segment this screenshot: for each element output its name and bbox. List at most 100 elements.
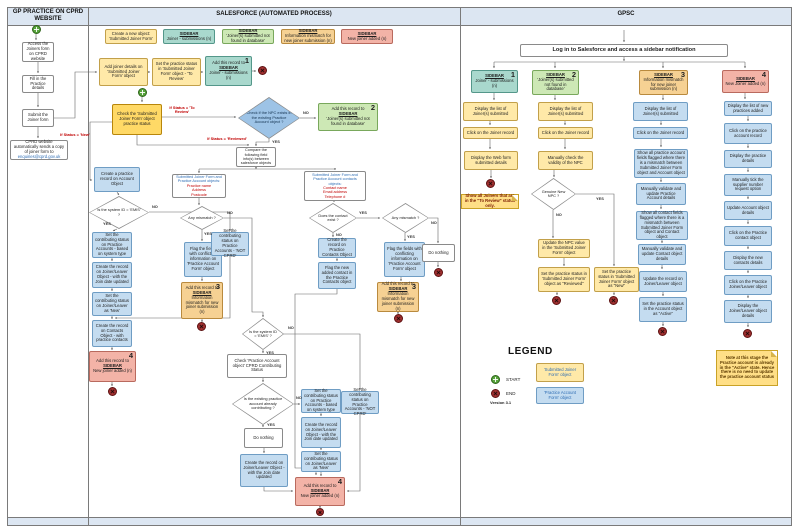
edge-label-reviewed: If Status = 'Reviewed' <box>207 136 247 141</box>
list-contact-fields: Submitted Joiner Form and Practice Accou… <box>304 171 366 201</box>
edge-label-no: NO <box>152 204 158 209</box>
edge-label-yes: YES <box>359 210 367 215</box>
step-c4-click-joiner-leaver: Click on the Practice Joiner/Leaver obje… <box>724 275 772 295</box>
step-c1-click-joiner: Click on the Joiner record <box>463 127 518 139</box>
end-terminator-icon <box>394 314 403 323</box>
edge-label-no: NO <box>431 220 437 225</box>
end-terminator-icon <box>258 66 267 75</box>
legend-end-label: END <box>506 391 516 396</box>
step-add-to-sidebar-4b: 4 Add this record to SIDEBAR New joiner … <box>295 477 345 506</box>
step-set-joiner-leaver-new-2: Set the contributing status on Joiner/Le… <box>301 451 341 472</box>
step-add-to-sidebar-4a: 4 Add this record to SIDEBAR New joiner … <box>89 351 136 382</box>
end-terminator-icon <box>197 322 206 331</box>
lane-title-gp: GP PRACTICE ON CPRD WEBSITE <box>12 9 84 22</box>
version-label: Version 3.1 <box>490 400 512 405</box>
edge-label-yes: YES <box>596 196 604 201</box>
step-c3-display-joiners: Display the list of Joiner(s) submitted <box>633 102 688 121</box>
step-c2-set-reviewed: Set the practice status in 'Submitted Jo… <box>538 267 590 292</box>
step-create-practice-contact-record: Create the record on Practice Contacts O… <box>318 237 356 258</box>
step-check-cprd-contributing-status: Check 'Practice Account object' CPRD Con… <box>227 354 287 378</box>
end-terminator-icon <box>658 327 667 336</box>
step-c3-show-practice-mismatch: Show all practice account fields flagged… <box>634 149 688 178</box>
key-sidebar-2: SIDEBAR'Joiner(s) submitted not found in… <box>222 28 274 44</box>
step-add-to-sidebar-2: 2 Add this record to SIDEBAR 'Joiner(s) … <box>318 103 378 131</box>
step-c4-display-joiner-leaver: Display the Joiner/Leaver object details <box>724 300 772 323</box>
start-icon <box>138 88 147 97</box>
step-create-practice-record: Create a practice record on Account Obje… <box>94 167 140 192</box>
step-c3-show-contact-mismatch: Show all contact fields flagged where th… <box>636 210 688 240</box>
end-terminator-icon <box>108 387 117 396</box>
lane-header-strip <box>7 7 792 26</box>
edge-label-no: NO <box>336 232 342 237</box>
step-login-salesforce: Log in to Salesforce and access a sideba… <box>520 44 728 57</box>
step-c2-check-npc: Manually check the validity of the NPC <box>538 151 593 170</box>
legend-practice-account-form: 'Practice Account Form' object <box>536 387 584 404</box>
step-c4-display-new-practices: Display the list of new practices added <box>724 101 772 116</box>
edge-label-yes: YES <box>103 221 111 226</box>
step-c4-update-account: Update Account object details <box>724 201 772 220</box>
step-flag-conflicting-practice-fields: Flag the fields with conflicting informa… <box>184 242 222 277</box>
step-c1-display-joiners: Display the list of Joiner(s) submitted <box>463 102 518 121</box>
step-c2-click-joiner: Click on the Joiner record <box>538 127 593 139</box>
step-create-joiner-leaver-record-3: Create the record on Joiner/Leaver Objec… <box>301 417 341 448</box>
step-auto-email: CPRD website automatically sends a copy … <box>10 139 68 160</box>
edge-label-no: NO <box>288 325 294 330</box>
step-set-joiner-leaver-new-1: Set the contributing status on Joiner/Le… <box>92 292 132 316</box>
step-flag-conflicting-contact-fields: Flag the fields with conflicting informa… <box>384 242 425 277</box>
step-access-joiners-form: Access the Joiners form on CPRD website <box>22 41 54 62</box>
step-set-contrib-status-systype-2: Set the contributing status on Practice … <box>301 388 341 413</box>
step-c1-display-webform: Display the Web form submitted details <box>464 151 518 170</box>
lane-title-gpsc: GPSC <box>617 11 635 17</box>
legend-submitted-joiner-form: 'Submitted Joiner Form' object <box>536 363 584 382</box>
step-do-nothing-contact: Do nothing <box>422 244 455 262</box>
lane-divider-1 <box>88 7 89 526</box>
lane-divider-2 <box>460 7 461 526</box>
lane-footer-strip <box>7 517 792 526</box>
email-address: enquiries@cprd.gov.uk <box>17 153 61 159</box>
step-create-contacts-object: Create the record on Contacts Object - w… <box>92 320 132 347</box>
step-c4-click-account: Click on the practice account record <box>724 123 772 144</box>
edge-label-no: NO <box>296 395 302 400</box>
step-check-practice-status: Check the 'Submitted Joiner Form' object… <box>112 104 162 135</box>
lane-title-salesforce: SALESFORCE (AUTOMATED PROCESS) <box>216 11 332 17</box>
step-add-to-sidebar-3a: 3 Add this record to SIDEBAR Information… <box>181 282 223 319</box>
end-terminator-icon <box>552 296 561 305</box>
edge-label-yes: YES <box>272 139 280 144</box>
start-icon <box>32 25 41 34</box>
end-terminator-icon <box>316 508 324 516</box>
step-c2-display-joiners: Display the list of Joiner(s) submitted <box>538 102 593 121</box>
edge-label-new: If Status = 'New' <box>60 132 90 137</box>
legend-start-icon <box>491 375 500 384</box>
step-c2-set-new: Set the practice status in 'Submitted Jo… <box>594 267 639 292</box>
legend-start-label: START <box>506 377 521 382</box>
edge-label-yes: YES <box>267 422 275 427</box>
step-set-contrib-status-notcprd-2: Set the contributing status on Practice … <box>341 387 379 416</box>
note-to-review-only: Show all Joiners that are in the "To Rev… <box>461 193 519 209</box>
end-terminator-icon <box>609 296 618 305</box>
step-compare-fields: Compare the following field info(s) betw… <box>236 147 276 167</box>
step-c3-validate-practice: Manually validate and update Practice Ac… <box>636 183 686 205</box>
step-add-to-sidebar-3b: 3 Add this record to SIDEBAR Information… <box>377 281 419 312</box>
edge-label-no: NO <box>556 212 562 217</box>
edge-label-no: NO <box>227 210 233 215</box>
step-set-contrib-status-notcprd-1: Set the contributing status on Practice … <box>211 228 249 258</box>
step-c3-set-account-active: Set the practice status in the Account o… <box>639 297 687 322</box>
step-create-joiner-leaver-record-1: Create the record on Joiner/Leaver Objec… <box>92 262 132 288</box>
decision-genuine-new-npc: Genuine New NPC ? <box>531 178 576 210</box>
step-c4-tick-supplier-number: Manually tick the supplier number reques… <box>724 174 772 196</box>
step-c4-display-practice-details: Display the practice details <box>724 150 772 168</box>
step-c4-display-new-contacts: Display the new contacts details <box>724 251 772 270</box>
step-c3-click-joiner: Click on the Joiner record <box>633 127 688 139</box>
step-set-status-to-review: Set the practice status in 'Submitted Jo… <box>152 58 201 86</box>
decision-any-mismatch-contact: Any mismatch ? <box>382 203 429 233</box>
edge-label-no: NO <box>303 110 309 115</box>
list-practice-fields: Submitted Joiner Form and Practice Accou… <box>172 174 226 198</box>
end-terminator-icon <box>743 329 752 338</box>
step-c3-validate-contact: Manually validate and update Contact obj… <box>638 244 686 265</box>
step-fill-practice-details: Fill in the Practice details <box>22 75 54 93</box>
end-terminator-icon <box>434 268 443 277</box>
decision-system-emis-2: Is the system ID = 'EMIS' ? <box>242 318 284 350</box>
